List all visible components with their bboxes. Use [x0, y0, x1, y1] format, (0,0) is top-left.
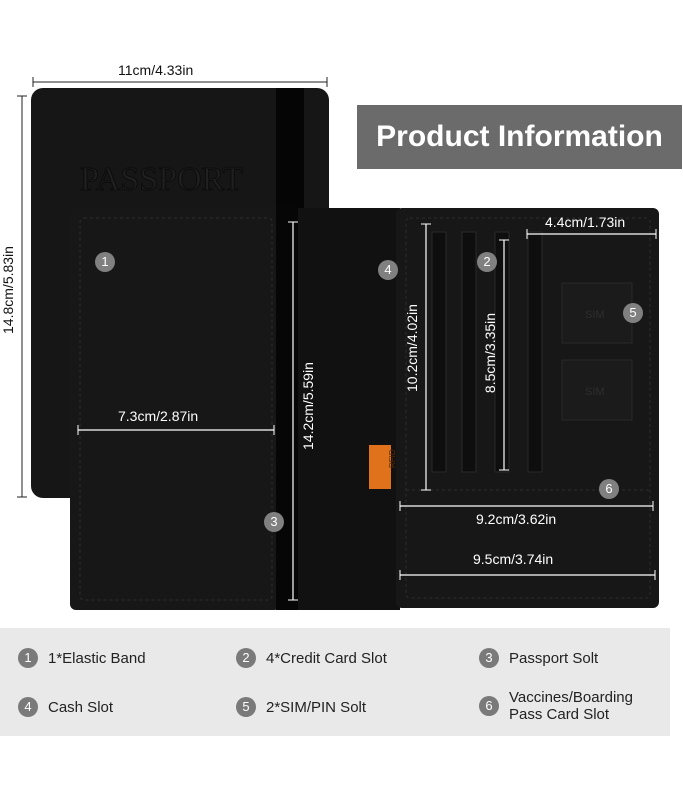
legend-item-elastic-band: 1 1*Elastic Band	[18, 648, 146, 668]
svg-text:SIM: SIM	[585, 386, 605, 398]
dim-height-left: 14.8cm/5.83in	[0, 246, 16, 334]
product-information-banner: Product Information	[357, 105, 682, 169]
legend-item-passport-slot: 3 Passport Solt	[479, 648, 598, 668]
cover-emboss: PASSPORT	[80, 161, 243, 198]
legend-label: 1*Elastic Band	[48, 649, 146, 667]
legend-label: Cash Slot	[48, 698, 114, 716]
legend-number: 1	[18, 648, 38, 668]
legend-number: 3	[479, 648, 499, 668]
legend-number: 6	[479, 696, 499, 716]
legend-label: 2*SIM/PIN Solt	[266, 698, 367, 716]
dim-height-card-slot: 10.2cm/4.02in	[404, 304, 420, 392]
legend-label: Passport Solt	[509, 649, 599, 667]
legend-panel: 1 1*Elastic Band 2 4*Credit Card Slot 3 …	[0, 628, 670, 736]
dim-height-inner-slot: 8.5cm/3.35in	[482, 312, 498, 394]
legend-item-cash-slot: 4 Cash Slot	[18, 697, 113, 717]
legend-item-sim-pin-slot: 5 2*SIM/PIN Solt	[236, 697, 366, 717]
dim-width-top: 11cm/4.33in	[118, 62, 194, 78]
legend-label: Vaccines/Boarding Pass Card Slot	[509, 689, 633, 723]
dim-width-left-panel: 7.3cm/2.87in	[118, 408, 199, 424]
card-slot-3	[494, 231, 510, 473]
left-panel	[70, 208, 280, 610]
card-slot-1	[431, 231, 447, 473]
elastic-band	[276, 88, 304, 214]
legend-item-credit-card-slot: 2 4*Credit Card Slot	[236, 648, 387, 668]
marker-6: 6	[599, 479, 619, 499]
marker-2: 2	[477, 252, 497, 272]
legend-number: 5	[236, 697, 256, 717]
marker-4: 4	[378, 260, 398, 280]
marker-3: 3	[264, 512, 284, 532]
card-slot-2	[461, 231, 477, 473]
sim-slot-2	[561, 359, 633, 421]
marker-1: 1	[95, 252, 115, 272]
elastic-band-open	[276, 205, 298, 610]
svg-text:RFID: RFID	[388, 449, 397, 468]
dim-height-inner: 14.2cm/5.59in	[300, 362, 316, 450]
dim-width-sim: 4.4cm/1.73in	[545, 214, 626, 230]
legend-label: 4*Credit Card Slot	[266, 649, 387, 667]
marker-5: 5	[623, 303, 643, 323]
svg-text:SIM: SIM	[585, 309, 605, 321]
dim-width-slot-mid: 9.2cm/3.62in	[476, 511, 557, 527]
rfid-tag	[369, 445, 391, 489]
legend-number: 4	[18, 697, 38, 717]
legend-item-vaccines-boarding-slot: 6 Vaccines/Boarding Pass Card Slot	[479, 689, 633, 723]
card-slot-4	[527, 231, 543, 473]
legend-number: 2	[236, 648, 256, 668]
dim-width-bottom: 9.5cm/3.74in	[473, 551, 554, 567]
